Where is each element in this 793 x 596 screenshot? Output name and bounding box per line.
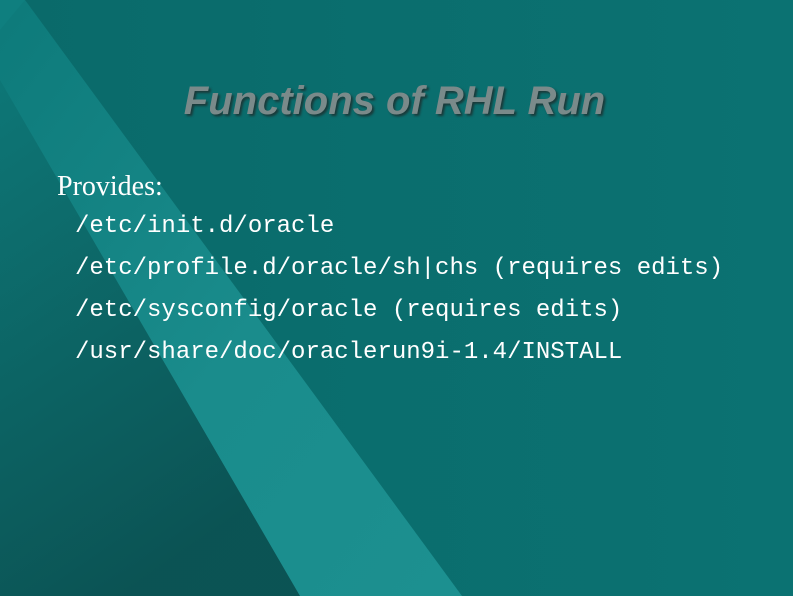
file-path-list: /etc/init.d/oracle /etc/profile.d/oracle… [57,211,777,369]
list-item: /etc/profile.d/oracle/sh|chs (requires e… [75,255,724,282]
list-item: /usr/share/doc/oraclerun9i-1.4/INSTALL [75,339,623,366]
list-item: /etc/init.d/oracle [75,213,335,240]
slide-body: Provides: /etc/init.d/oracle /etc/profil… [57,171,777,379]
slide-title: Functions of RHL Run [183,79,606,123]
provides-label: Provides: [57,171,163,202]
list-item: /etc/sysconfig/oracle (requires edits) [75,297,623,324]
